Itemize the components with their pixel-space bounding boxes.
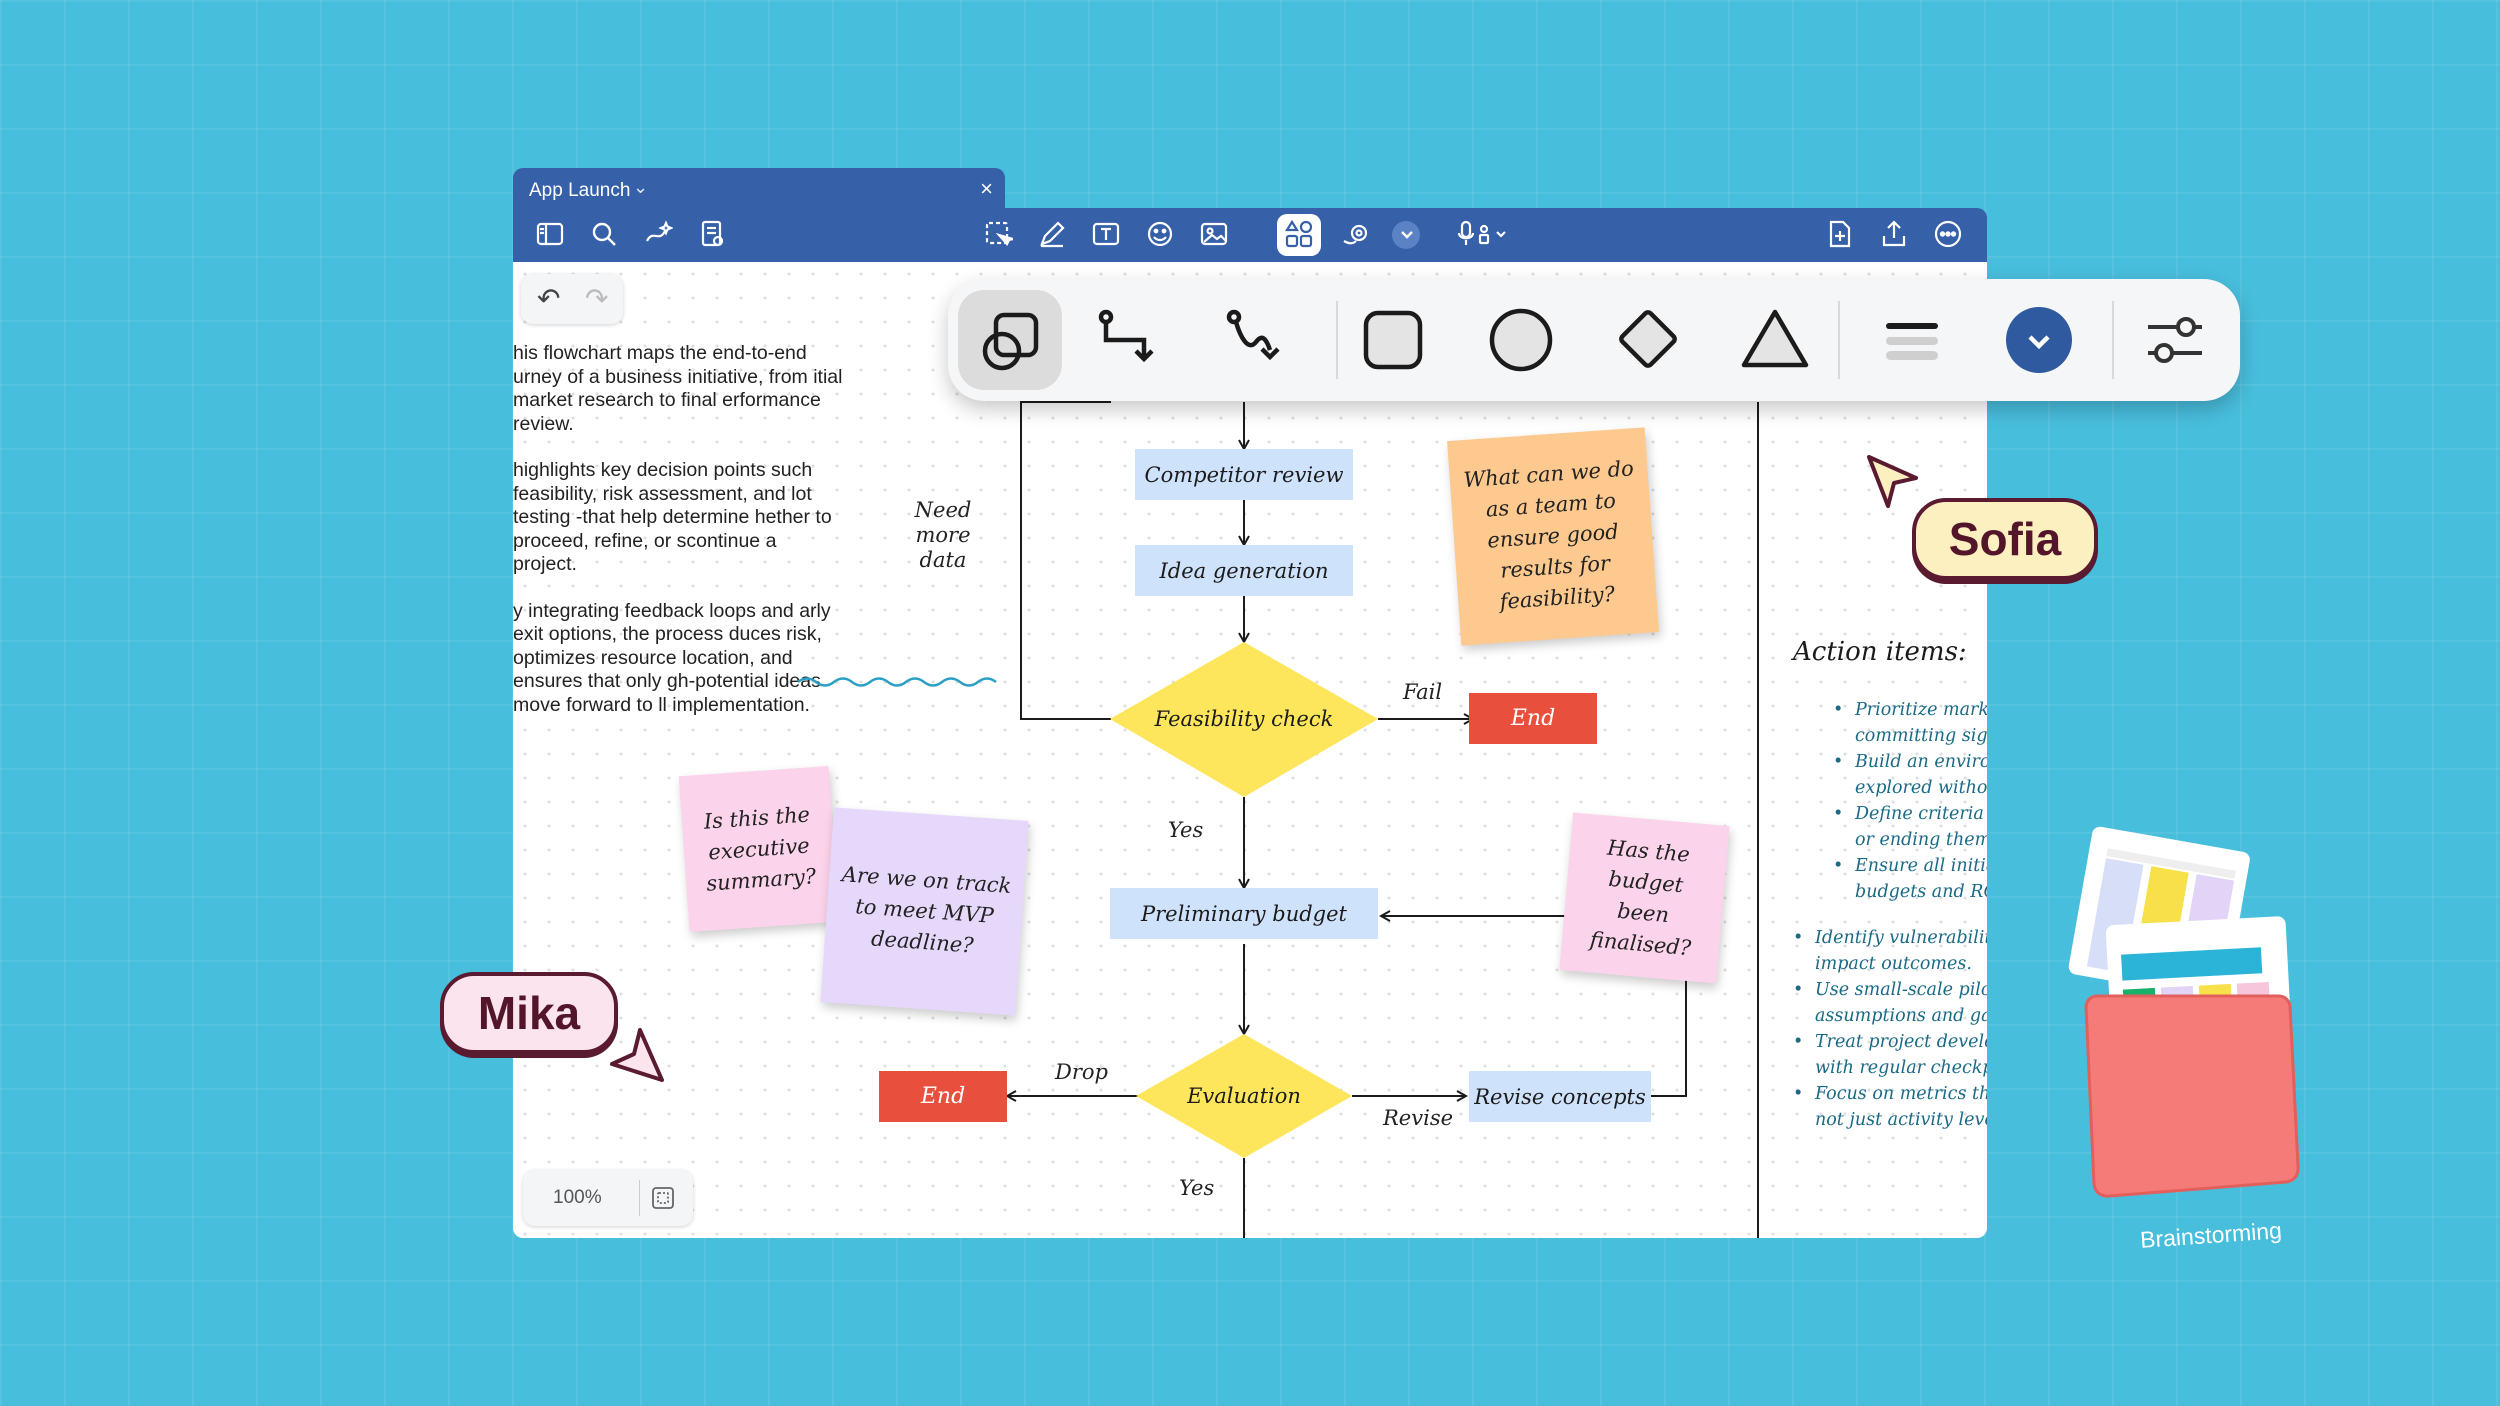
- line-style-icon[interactable]: [1884, 319, 1940, 363]
- collaborator-tag-mika: Mika: [440, 972, 618, 1054]
- node-end-fail[interactable]: End: [1469, 693, 1597, 744]
- whiteboard-canvas[interactable]: ↶ ↷ his flowchart maps the end-to-end ur…: [513, 262, 1987, 1238]
- intro-paragraph: highlights key decision points such feas…: [513, 459, 832, 575]
- list-item-continued: explored without: [1855, 778, 1987, 798]
- list-item-continued: or ending them.: [1855, 830, 1987, 850]
- node-evaluation: Evaluation: [1187, 1084, 1301, 1108]
- sticky-note[interactable]: Is this the executive summary?: [678, 765, 840, 933]
- node-idea-generation[interactable]: Idea generation: [1135, 545, 1353, 596]
- list-item-continued: not just activity level: [1815, 1110, 1987, 1130]
- circle-icon[interactable]: [1488, 307, 1554, 373]
- edge-label-need-more-data: Need more data: [914, 498, 972, 572]
- chevron-down-icon[interactable]: ⌄: [633, 177, 649, 197]
- share-icon[interactable]: [1879, 219, 1909, 249]
- audio-record-icon[interactable]: [1457, 219, 1513, 249]
- folder-label: Brainstorming: [2139, 1217, 2283, 1253]
- list-item-continued: committing sign: [1855, 726, 1987, 746]
- intro-paragraph: y integrating feedback loops and arly ex…: [513, 599, 831, 716]
- collaborator-tag-sofia: Sofia: [1912, 498, 2098, 580]
- rounded-rectangle-icon[interactable]: [1362, 309, 1424, 371]
- history-controls: ↶ ↷: [521, 274, 623, 324]
- zoom-level[interactable]: 100%: [553, 1187, 602, 1208]
- intro-paragraph: his flowchart maps the end-to-end urney …: [513, 342, 843, 435]
- fit-to-screen-icon[interactable]: [651, 1186, 675, 1210]
- node-end-drop[interactable]: End: [879, 1071, 1007, 1122]
- list-item: Prioritize marke: [1833, 697, 1987, 723]
- sticky-note[interactable]: What can we do as a team to ensure good …: [1447, 427, 1659, 646]
- sticky-note[interactable]: Has the budget been finalised?: [1559, 812, 1730, 984]
- notes-icon[interactable]: [697, 219, 727, 249]
- app-toolbar: [513, 208, 1987, 262]
- pen-icon[interactable]: [1037, 219, 1067, 249]
- list-item-continued: assumptions and gath: [1815, 1006, 1987, 1026]
- elbow-connector-icon[interactable]: [1096, 307, 1160, 371]
- node-revise-concepts[interactable]: Revise concepts: [1469, 1071, 1651, 1122]
- diamond-icon[interactable]: [1614, 305, 1682, 373]
- list-item: Focus on metrics that: [1793, 1081, 1987, 1107]
- search-icon[interactable]: [589, 219, 619, 249]
- more-options-icon[interactable]: [1933, 219, 1963, 249]
- cursor-arrow-icon: [610, 1028, 664, 1082]
- decision-diamond-feasibility[interactable]: [1110, 642, 1378, 797]
- close-icon[interactable]: ×: [980, 176, 993, 201]
- shapes-icon[interactable]: [974, 305, 1046, 377]
- list-item: Define criteria f: [1833, 801, 1987, 827]
- shapes-icon[interactable]: [1284, 219, 1314, 249]
- chevron-down-icon: [1401, 231, 1413, 239]
- intro-text-block[interactable]: his flowchart maps the end-to-end urney …: [513, 342, 843, 740]
- action-items-title: Action items:: [1793, 637, 1967, 667]
- edge-label-yes: Yes: [1179, 1176, 1215, 1200]
- shapes-tool-selected[interactable]: [958, 290, 1062, 390]
- edge-label-revise: Revise: [1383, 1106, 1454, 1130]
- list-item-continued: budgets and ROI: [1855, 882, 1987, 902]
- sticker-icon[interactable]: [1145, 219, 1175, 249]
- list-item: Ensure all initiat: [1833, 853, 1987, 879]
- document-title: App Launch: [529, 180, 631, 201]
- shapes-tool-active[interactable]: [1277, 214, 1321, 256]
- triangle-icon[interactable]: [1740, 307, 1810, 371]
- zoom-controls: 100%: [523, 1170, 693, 1226]
- edge-label-yes: Yes: [1168, 818, 1204, 842]
- list-item: Use small-scale pilots: [1793, 977, 1987, 1003]
- sidebar-icon[interactable]: [535, 219, 565, 249]
- action-items-panel[interactable]: Action items: Prioritize marke committin…: [1793, 637, 1987, 1133]
- node-feasibility-check: Feasibility check: [1154, 707, 1334, 731]
- settings-sliders-icon[interactable]: [2144, 313, 2206, 367]
- document-tab[interactable]: App Launch ⌄ ×: [513, 168, 1005, 210]
- undo-icon[interactable]: ↶: [537, 283, 561, 314]
- list-item: Treat project develop: [1793, 1029, 1987, 1055]
- edge-label-fail: Fail: [1403, 680, 1443, 704]
- flowchart-connectors: [797, 401, 1759, 1238]
- color-picker-icon[interactable]: [2004, 305, 2074, 375]
- text-box-icon[interactable]: [1091, 219, 1121, 249]
- list-item: Build an environ: [1833, 749, 1987, 775]
- edge-label-drop: Drop: [1055, 1060, 1108, 1084]
- node-preliminary-budget[interactable]: Preliminary budget: [1110, 888, 1378, 939]
- sticky-note[interactable]: Are we on track to meet MVP deadline?: [820, 807, 1029, 1016]
- curved-connector-icon[interactable]: [1224, 307, 1288, 371]
- node-competitor-review[interactable]: Competitor review: [1135, 449, 1353, 500]
- lasso-select-icon[interactable]: [983, 219, 1013, 249]
- image-icon[interactable]: [1199, 219, 1229, 249]
- redo-icon[interactable]: ↷: [585, 283, 609, 314]
- folder-icon[interactable]: [2050, 820, 2340, 1210]
- list-item-continued: with regular checkpoin: [1815, 1058, 1987, 1078]
- list-item: Identify vulnerabilitie: [1793, 925, 1987, 951]
- laser-pointer-icon[interactable]: [1341, 219, 1371, 249]
- ai-assist-icon[interactable]: [643, 219, 673, 249]
- shape-toolbar: [948, 279, 2240, 401]
- cursor-arrow-icon: [1867, 455, 1918, 508]
- decision-diamond-evaluation[interactable]: [1136, 1034, 1352, 1158]
- add-page-icon[interactable]: [1825, 219, 1855, 249]
- list-item-continued: impact outcomes.: [1815, 954, 1972, 974]
